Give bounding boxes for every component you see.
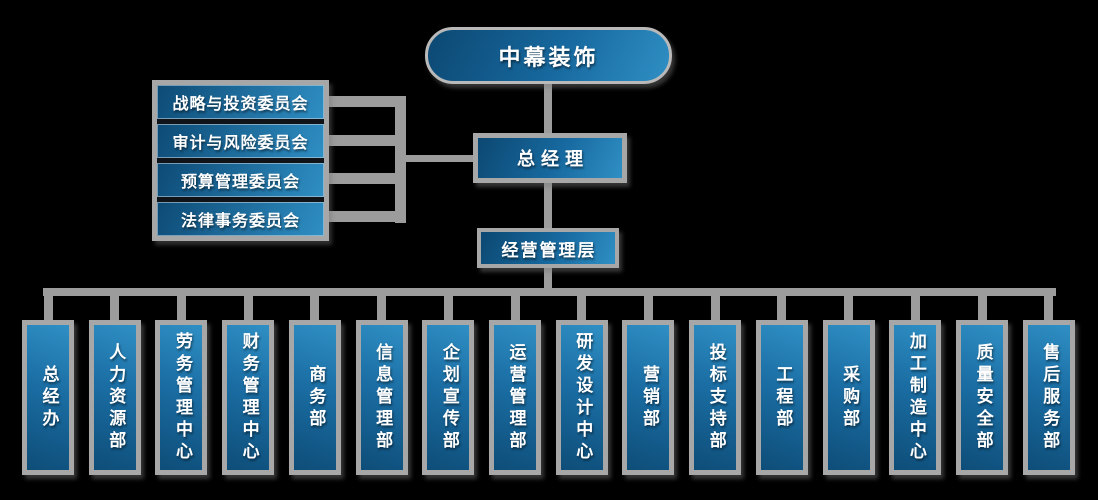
- department: 信息管理部: [355, 296, 408, 475]
- connector-stub: [377, 296, 387, 320]
- connector-stub: [176, 296, 186, 320]
- department: 售后服务部: [1022, 296, 1075, 475]
- connector-stub: [243, 296, 253, 320]
- department: 研发设计中心: [555, 296, 608, 475]
- department: 采购部: [822, 296, 875, 475]
- department-node: 企划宣传部: [422, 320, 475, 475]
- department-label: 研发设计中心: [572, 331, 593, 464]
- general-manager-label: 总经理: [517, 149, 589, 170]
- general-manager-node: 总经理: [473, 133, 627, 183]
- department-label: 售后服务部: [1039, 342, 1060, 453]
- department: 总经办: [22, 296, 74, 475]
- connector-committee-stub: [326, 135, 406, 146]
- connector-stub: [310, 296, 320, 320]
- department-node: 工程部: [755, 320, 808, 475]
- connector-trunk-management: [544, 266, 552, 290]
- department: 工程部: [755, 296, 808, 475]
- management-layer-node: 经营管理层: [477, 228, 619, 268]
- department: 营销部: [622, 296, 675, 475]
- department-node: 劳务管理中心: [155, 320, 208, 475]
- committee-panel: 战略与投资委员会 审计与风险委员会 预算管理委员会 法律事务委员会: [152, 80, 329, 241]
- department-label: 信息管理部: [372, 342, 393, 453]
- committee-item: 审计与风险委员会: [157, 124, 324, 158]
- connector-department-bar: [43, 288, 1056, 296]
- connector-committee-gm-link: [406, 155, 474, 162]
- department-label: 劳务管理中心: [171, 331, 192, 464]
- department-label: 总经办: [38, 364, 59, 431]
- department-row: 总经办 人力资源部 劳务管理中心 财务管理中心 商务部: [22, 296, 1075, 475]
- department-node: 运营管理部: [489, 320, 542, 475]
- connector-stub: [643, 296, 653, 320]
- connector-committee-stub: [326, 96, 406, 107]
- connector-committee-stub: [326, 173, 406, 184]
- department: 人力资源部: [88, 296, 141, 475]
- department-label: 质量安全部: [972, 342, 993, 453]
- department-node: 信息管理部: [355, 320, 408, 475]
- department-label: 工程部: [772, 364, 793, 431]
- connector-stub: [977, 296, 987, 320]
- department-node: 加工制造中心: [889, 320, 942, 475]
- root-node-label: 中幕装饰: [498, 45, 599, 71]
- department-label: 人力资源部: [105, 342, 126, 453]
- department-node: 总经办: [22, 320, 74, 475]
- committee-label: 预算管理委员会: [180, 172, 300, 191]
- committee-item: 战略与投资委员会: [157, 85, 324, 119]
- connector-stub: [443, 296, 453, 320]
- department-node: 采购部: [822, 320, 875, 475]
- connector-trunk-root: [544, 82, 552, 134]
- department: 企划宣传部: [422, 296, 475, 475]
- connector-committee-bracket: [395, 96, 406, 223]
- department: 质量安全部: [956, 296, 1009, 475]
- department-label: 采购部: [839, 364, 860, 431]
- department-node: 投标支持部: [689, 320, 742, 475]
- department-node: 人力资源部: [88, 320, 141, 475]
- connector-stub: [1044, 296, 1054, 320]
- department: 商务部: [288, 296, 341, 475]
- department-label: 营销部: [638, 364, 659, 431]
- connector-stub: [110, 296, 120, 320]
- connector-stub: [910, 296, 920, 320]
- committee-label: 战略与投资委员会: [172, 94, 309, 113]
- department-label: 运营管理部: [505, 342, 526, 453]
- department: 财务管理中心: [222, 296, 275, 475]
- department-node: 营销部: [622, 320, 675, 475]
- connector-stub: [710, 296, 720, 320]
- connector-stub: [510, 296, 520, 320]
- committee-label: 审计与风险委员会: [172, 133, 309, 152]
- connector-stub: [577, 296, 587, 320]
- department-label: 投标支持部: [705, 342, 726, 453]
- committee-item: 法律事务委员会: [157, 202, 324, 236]
- connector-committee-stub: [326, 211, 406, 222]
- department-node: 售后服务部: [1022, 320, 1075, 475]
- committee-label: 法律事务委员会: [180, 211, 300, 230]
- department: 投标支持部: [689, 296, 742, 475]
- connector-stub: [43, 296, 53, 320]
- connector-stub: [844, 296, 854, 320]
- department-label: 企划宣传部: [438, 342, 459, 453]
- department-node: 财务管理中心: [222, 320, 275, 475]
- department: 运营管理部: [489, 296, 542, 475]
- department-node: 质量安全部: [956, 320, 1009, 475]
- management-layer-label: 经营管理层: [501, 240, 597, 261]
- department-node: 研发设计中心: [555, 320, 608, 475]
- connector-stub: [777, 296, 787, 320]
- department-label: 商务部: [305, 364, 326, 431]
- department: 劳务管理中心: [155, 296, 208, 475]
- department-label: 财务管理中心: [238, 331, 259, 464]
- root-node: 中幕装饰: [425, 27, 672, 84]
- connector-trunk-gm: [544, 182, 552, 229]
- department: 加工制造中心: [889, 296, 942, 475]
- committee-item: 预算管理委员会: [157, 163, 324, 197]
- department-node: 商务部: [288, 320, 341, 475]
- department-label: 加工制造中心: [905, 331, 926, 464]
